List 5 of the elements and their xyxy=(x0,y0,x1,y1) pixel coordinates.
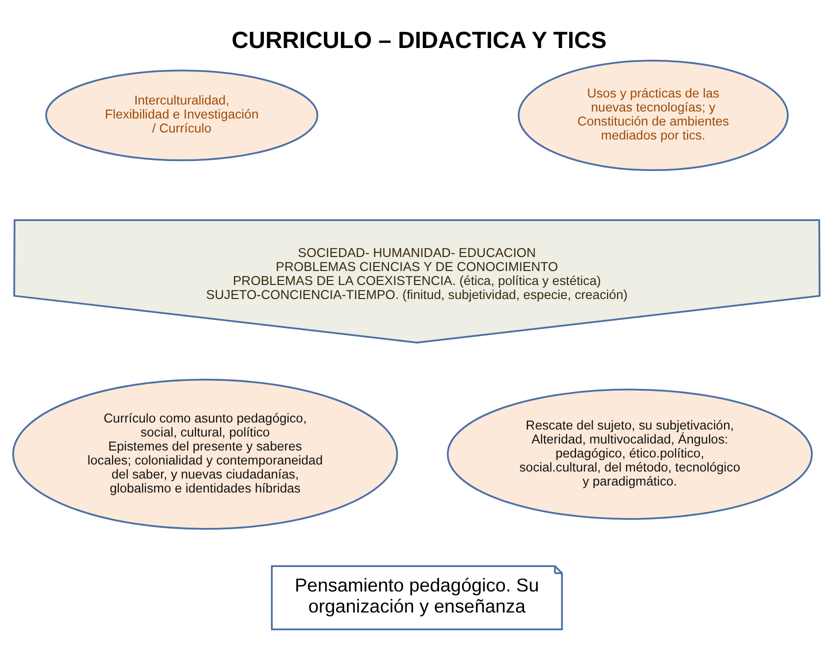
node-ellipse: Currículo como asunto pedagógico, social, cultural, político Epistemes del presente y saberes locales; colonialidad y contemporaneidad del saber, y nuevas ciudadanías, globalismo e identidades híbridas xyxy=(12,378,398,530)
node-ellipse: Usos y prácticas de las nuevas tecnologías; y Constitución de ambientes mediados por tics. xyxy=(518,59,789,171)
diagram-title: CURRICULO – DIDACTICA Y TICS xyxy=(232,26,607,52)
node-ellipse: Interculturalidad, Flexibilidad e Investigación / Currículo xyxy=(45,69,318,161)
node-ellipse: Rescate del sujeto, su subjetivación, Alteridad, multivocalidad, Ángulos: pedagógico, ético.político, social.cultural, del método, tecnológico y paradigmático. xyxy=(446,388,813,520)
